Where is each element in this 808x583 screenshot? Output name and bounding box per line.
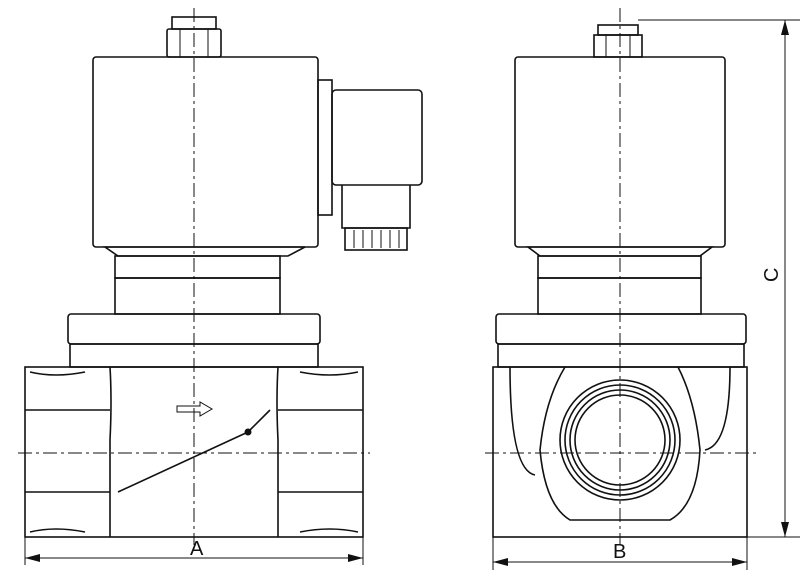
- front-connector: [317, 79, 423, 251]
- side-bonnet: [495, 313, 747, 368]
- dimension-c-label: C: [761, 268, 783, 282]
- dimension-b-label: B: [613, 541, 626, 563]
- side-top-nut: [593, 24, 643, 58]
- dimension-a-label: A: [190, 538, 204, 560]
- side-view: B C: [485, 8, 800, 570]
- dimension-b: B: [492, 537, 748, 570]
- dimension-a: A: [24, 537, 364, 565]
- front-body: [24, 366, 364, 538]
- front-view: A: [18, 8, 423, 565]
- front-neck: [102, 246, 306, 315]
- front-coil: [92, 56, 319, 248]
- dimension-c: C: [638, 19, 800, 538]
